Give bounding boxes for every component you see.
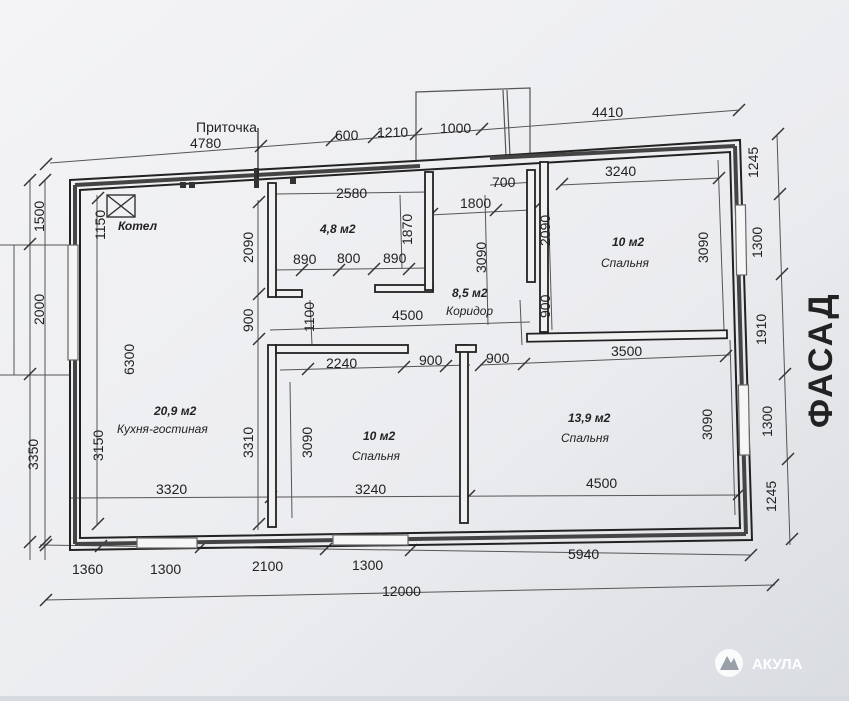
dim-3500: 3500 [611,343,642,359]
watermark-logo [715,649,743,677]
dim-vert-2090a: 2090 [240,232,256,263]
watermark-text: АКУЛА [752,656,803,673]
dimension-ticks [23,103,799,607]
dim-vert-3090d: 3090 [699,409,715,440]
dim-right-1300a: 1300 [749,227,765,258]
dim-bottom-5940: 5940 [568,546,599,562]
outer-walls [69,138,754,552]
windows [67,204,751,549]
dim-right-1245b: 1245 [763,481,779,512]
kitchen-name: Кухня-гостиная [117,422,208,436]
bedroom-mid-name: Спальня [352,449,400,463]
dim-left-6300: 6300 [121,344,137,375]
dim-bottom-1300b: 1300 [352,557,383,573]
dim-corridor-4500: 4500 [392,307,423,323]
dim-vert-3090c: 3090 [695,232,711,263]
dim-vert-3090b: 3090 [299,427,315,458]
dim-right-1245a: 1245 [745,147,761,178]
dim-4500-b: 4500 [586,475,617,491]
dim-corridor-1800: 1800 [460,195,491,211]
dim-bottom-12000: 12000 [382,583,421,599]
dim-top-3: 1210 [377,124,408,140]
dim-900-b: 900 [486,350,510,366]
bedroom-ne-name: Спальня [601,256,649,270]
vent-marks [180,168,296,188]
kitchen-area: 20,9 м2 [153,404,197,418]
dim-right-1910: 1910 [753,314,769,345]
dim-3240: 3240 [355,481,386,497]
dim-vert-3090a: 3090 [473,242,489,273]
interior-walls [267,161,728,528]
boiler-label: Котел [118,219,158,233]
dim-bath-890a: 890 [293,251,317,267]
dim-left-3350: 3350 [25,439,41,470]
bedroom-se-name: Спальня [561,431,609,445]
dim-left-2000: 2000 [31,294,47,325]
dim-top-2: 600 [335,127,359,143]
dim-vert-3310: 3310 [240,427,256,458]
porch-outline [415,87,531,160]
bedroom-ne-area: 10 м2 [612,235,645,249]
bedroom-mid-area: 10 м2 [363,429,396,443]
dim-bottom-1300a: 1300 [150,561,181,577]
dim-2240: 2240 [326,355,357,371]
corridor-name: Коридор [446,304,493,318]
dim-left-1150: 1150 [92,210,108,240]
dim-vert-900a: 900 [240,308,256,332]
dim-left-1500: 1500 [31,201,47,232]
bedroom-se-area: 13,9 м2 [568,411,611,425]
dim-vert-2090b: 2090 [537,215,553,246]
dim-900-a: 900 [419,352,443,368]
dim-right-1300b: 1300 [759,406,775,437]
dim-3320: 3320 [156,481,187,497]
dim-bath-width: 2580 [336,185,367,201]
bath-area: 4,8 м2 [319,222,356,236]
dim-top-1: 4780 [190,135,221,151]
dim-left-3150: 3150 [90,430,106,461]
dim-bed-ne-width: 3240 [605,163,636,179]
dim-vert-900b: 900 [537,294,553,318]
facade-label: ФАСАД [802,292,840,428]
boiler-symbol [106,194,136,218]
dim-bath-800: 800 [337,250,361,266]
dim-bottom-2100: 2100 [252,558,283,574]
dim-door-700: 700 [492,174,516,190]
vent-label: Приточка [196,119,257,135]
dim-top-5: 4410 [592,104,623,120]
dim-top-4: 1000 [440,120,471,136]
dim-vert-1870: 1870 [399,214,415,245]
corridor-area: 8,5 м2 [452,286,488,300]
dim-bath-890b: 890 [383,250,407,266]
dim-vert-1100: 1100 [301,302,317,332]
dim-bottom-1360: 1360 [72,561,103,577]
